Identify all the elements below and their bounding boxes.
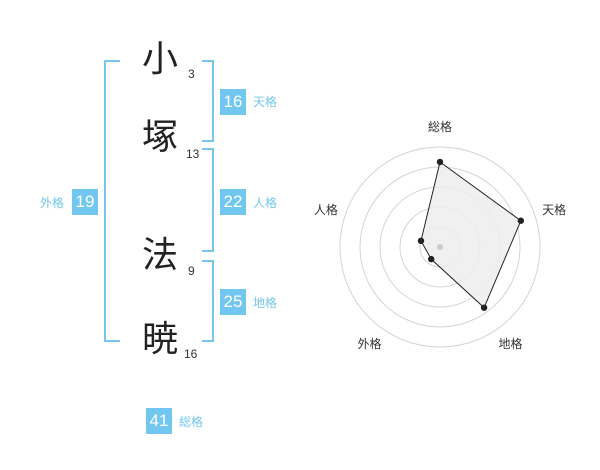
- radar-point-3: [480, 304, 488, 311]
- stroke-count-1: 3: [188, 67, 195, 81]
- gaikaku-value: 19: [72, 189, 98, 215]
- tenkaku-value: 16: [220, 89, 246, 115]
- radar-point-1: [436, 158, 444, 166]
- chikaku-label: 地格: [253, 296, 278, 310]
- stroke-count-4: 16: [184, 347, 198, 361]
- gaikaku-label: 外格: [40, 196, 65, 210]
- soukaku-value: 41: [146, 408, 172, 434]
- radar-center-dot: [437, 244, 443, 250]
- radar-points: [417, 158, 525, 311]
- radar-axis-label-2: 天格: [542, 202, 566, 217]
- chikaku-bracket: [202, 260, 214, 342]
- soukaku-label: 総格: [179, 415, 204, 429]
- jinkaku-bracket: [202, 148, 214, 252]
- name-char-1: 小: [142, 39, 179, 80]
- stroke-count-2: 13: [186, 147, 200, 161]
- tenkaku-label: 天格: [253, 95, 278, 109]
- radar-axis-label-4: 外格: [357, 336, 381, 351]
- radar-point-2: [517, 217, 525, 224]
- radar-point-4: [427, 255, 435, 263]
- stroke-count-3: 9: [188, 264, 195, 278]
- jinkaku-value: 22: [220, 189, 246, 215]
- chikaku-value: 25: [220, 289, 246, 315]
- radar-axis-label-3: 地格: [499, 336, 523, 351]
- gaikaku-bracket: [104, 60, 120, 342]
- name-char-4: 暁: [142, 319, 179, 360]
- radar-area: [420, 161, 522, 309]
- radar-point-5: [417, 237, 425, 245]
- radar-axis-label-1: 総格: [428, 119, 452, 134]
- name-char-3: 法: [142, 235, 179, 276]
- radar-ring: [339, 146, 541, 348]
- name-char-2: 塚: [142, 117, 179, 158]
- radar-axis-label-5: 人格: [314, 202, 338, 217]
- tenkaku-bracket: [202, 60, 214, 142]
- jinkaku-label: 人格: [253, 196, 278, 210]
